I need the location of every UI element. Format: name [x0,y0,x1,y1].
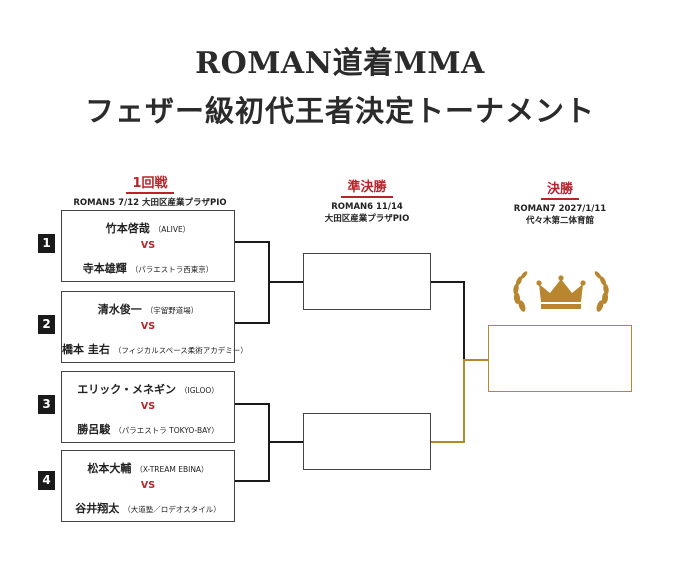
fighter-team: （パラエストラ西東京） [130,265,214,274]
round1-info: ROMAN5 7/12 大田区産業プラザPIO [73,198,227,208]
round1-name: 1回戦 [126,172,174,194]
match-number-badge: 1 [38,234,55,253]
round1-header: 1回戦 ROMAN5 7/12 大田区産業プラザPIO [60,172,240,209]
sub-title: フェザー級初代王者決定トーナメント [84,94,595,128]
fighter-team: （IGLOO） [180,386,219,395]
semifinal-box [303,413,431,470]
fighter-b: 勝呂駿（パラエストラ TOKYO-BAY） [62,421,234,437]
fighter-name: 松本大輔 [87,462,132,475]
bracket-line [235,322,269,324]
semi-info-2: 大田区産業プラザPIO [324,214,410,224]
fighter-name: 勝呂駿 [77,423,111,436]
semi-name: 準決勝 [341,176,393,198]
fighter-name: 谷井翔太 [75,502,120,515]
bracket-line [463,281,465,361]
crown-emblem [513,271,609,312]
vs-label: VS [140,401,156,412]
fighter-team: （X-TREAM EBINA） [135,465,209,474]
laurel-icon [513,271,609,312]
fighter-team: （ALIVE） [153,225,191,234]
final-info-2: 代々木第二体育館 [525,216,594,226]
fighter-a: 竹本啓哉（ALIVE） [62,220,234,236]
match-number-badge: 3 [38,395,55,414]
final-name: 決勝 [540,178,579,200]
fighter-b: 寺本雄輝（パラエストラ西東京） [62,260,234,276]
fighter-a: 清水俊一（宇留野道場） [62,301,234,317]
bracket-line [431,281,464,283]
fighter-name: 寺本雄輝 [82,262,127,275]
main-title: ROMAN道着MMA [195,46,485,81]
semifinal-box [303,253,431,310]
fighter-name: 橋本 圭右 [62,343,110,356]
match-box: 松本大輔（X-TREAM EBINA） VS 谷井翔太（大道塾／ロデオスタイル） [61,450,235,522]
match-number-badge: 4 [38,471,55,490]
final-header: 決勝 ROMAN7 2027/1/11 代々木第二体育館 [488,178,632,227]
fighter-a: エリック・メネギン（IGLOO） [62,381,234,397]
crown-icon [536,275,586,309]
vs-label: VS [140,480,156,491]
final-box [488,325,632,392]
fighter-team: （宇留野道場） [145,306,199,315]
fighter-team: （フィジカルスペース柔術アカデミー） [113,346,248,355]
fighter-b: 橋本 圭右（フィジカルスペース柔術アカデミー） [62,341,248,357]
match-box: エリック・メネギン（IGLOO） VS 勝呂駿（パラエストラ TOKYO-BAY… [61,371,235,443]
fighter-name: 竹本啓哉 [105,222,150,235]
bracket-line [268,441,303,443]
semi-header: 準決勝 ROMAN6 11/14 大田区産業プラザPIO [297,176,437,225]
bracket-line [268,281,303,283]
match-box: 竹本啓哉（ALIVE） VS 寺本雄輝（パラエストラ西東京） [61,210,235,282]
bracket-line-gold [431,441,465,443]
vs-label: VS [140,240,156,251]
fighter-name: エリック・メネギン [77,383,177,396]
bracket-line-gold [463,359,465,443]
fighter-team: （大道塾／ロデオスタイル） [123,505,221,514]
bracket-line-gold [463,359,488,361]
fighter-name: 清水俊一 [97,303,142,316]
match-number-badge: 2 [38,315,55,334]
fighter-team: （パラエストラ TOKYO-BAY） [114,426,219,435]
fighter-b: 谷井翔太（大道塾／ロデオスタイル） [62,500,234,516]
semi-info-1: ROMAN6 11/14 [331,202,403,212]
bracket-line [235,480,269,482]
final-info-1: ROMAN7 2027/1/11 [513,204,607,214]
match-box: 清水俊一（宇留野道場） VS 橋本 圭右（フィジカルスペース柔術アカデミー） [61,291,248,363]
fighter-a: 松本大輔（X-TREAM EBINA） [62,460,234,476]
bracket-line [235,403,269,405]
bracket-line [235,241,269,243]
vs-label: VS [140,321,156,332]
